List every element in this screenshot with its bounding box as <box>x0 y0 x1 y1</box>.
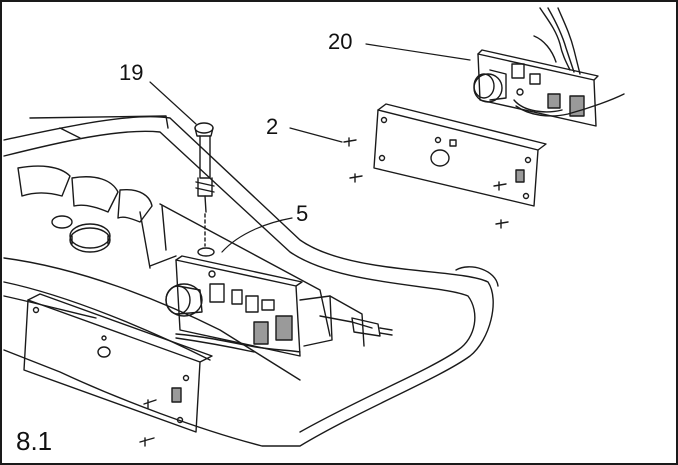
callout-19: 19 <box>119 60 144 85</box>
callout-20: 20 <box>328 29 353 54</box>
callout-2: 2 <box>266 114 279 139</box>
lower-cover-plate <box>23 293 213 447</box>
control-board-assembly <box>473 7 625 127</box>
installed-control-board <box>165 255 393 357</box>
figure-label: 8.1 <box>16 426 53 456</box>
upper-cover-plate <box>343 103 547 229</box>
igniter-part <box>194 122 215 257</box>
heater-housing <box>3 115 499 447</box>
leader-lines <box>149 43 471 253</box>
callout-5: 5 <box>296 201 309 226</box>
